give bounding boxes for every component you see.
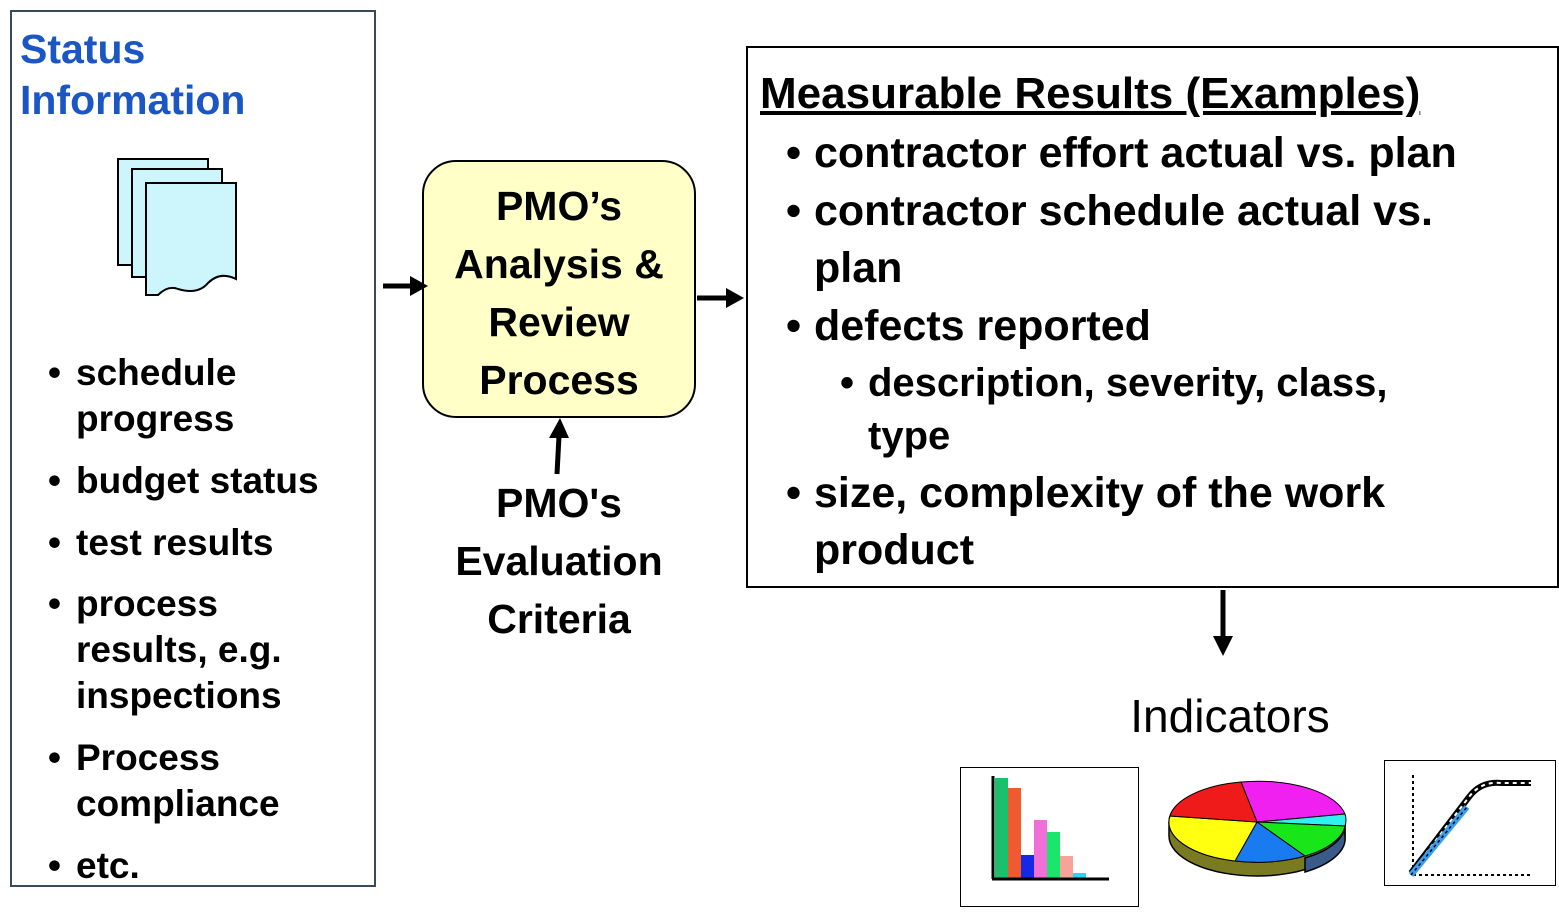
process-label-line: Review — [488, 299, 630, 345]
criteria-label-line: PMO's — [496, 480, 622, 526]
status-item-process-compliance: • Process compliance — [48, 735, 368, 827]
status-item-line: Process — [76, 737, 220, 778]
status-item-etc: • etc. — [48, 843, 368, 889]
arrow-criteria-to-process — [549, 418, 569, 475]
bullet: • — [48, 522, 61, 563]
bullet: • — [786, 129, 802, 177]
process-label-line: Analysis & — [454, 241, 664, 287]
bullet: • — [48, 845, 61, 886]
criteria-label-line: Criteria — [487, 596, 631, 642]
status-information-panel — [10, 10, 376, 887]
bar-chart-icon — [960, 767, 1139, 907]
arrow-to-process — [383, 276, 428, 296]
arrow-to-indicators — [1213, 590, 1233, 656]
result-item-size-complexity: • size, complexity of the work product — [786, 465, 1516, 579]
bullet: • — [786, 187, 802, 235]
result-item-line: description, severity, class, — [868, 361, 1388, 405]
status-item-process-results: • process results, e.g. inspections — [48, 581, 368, 719]
criteria-label-line: Evaluation — [455, 538, 663, 584]
result-item-line: contractor effort actual vs. plan — [814, 129, 1457, 177]
result-item-schedule: • contractor schedule actual vs. plan — [786, 183, 1516, 297]
analysis-review-process-label: PMO’s Analysis & Review Process — [422, 177, 696, 409]
result-item-effort: • contractor effort actual vs. plan — [786, 125, 1516, 182]
result-subitem-defect-details: • description, severity, class, type — [840, 357, 1530, 463]
analysis-review-process-box — [422, 160, 696, 418]
bullet: • — [48, 460, 61, 501]
result-item-line: type — [868, 414, 951, 458]
status-title-line-2: Information — [20, 77, 246, 123]
bullet: • — [48, 352, 61, 393]
arrow-to-results — [697, 288, 744, 308]
status-item-line: progress — [76, 398, 235, 439]
status-item-budget-status: • budget status — [48, 458, 368, 504]
documents-icon — [117, 158, 237, 296]
status-item-line: compliance — [76, 783, 280, 824]
result-item-line: product — [814, 526, 975, 574]
status-item-test-results: • test results — [48, 520, 368, 566]
process-label-line: PMO’s — [495, 183, 623, 229]
status-information-title: Status Information — [20, 24, 360, 126]
line-chart-icon — [1384, 760, 1556, 886]
bullet: • — [786, 469, 802, 517]
status-item-schedule-progress: • schedule progress — [48, 350, 368, 442]
status-item-line: schedule — [76, 352, 237, 393]
result-item-line: size, complexity of the work — [814, 469, 1386, 517]
status-item-line: inspections — [76, 675, 282, 716]
result-item-line: contractor schedule actual vs. — [814, 187, 1433, 235]
status-item-line: budget status — [76, 460, 319, 501]
result-item-line: defects reported — [814, 302, 1151, 350]
bullet: • — [48, 583, 61, 624]
evaluation-criteria-label: PMO's Evaluation Criteria — [422, 474, 696, 648]
bullet: • — [786, 302, 802, 350]
status-item-line: results, e.g. — [76, 629, 282, 670]
process-label-line: Process — [479, 357, 639, 403]
measurable-results-box — [746, 46, 1559, 588]
status-item-line: process — [76, 583, 218, 624]
bullet: • — [840, 361, 855, 405]
result-item-defects: • defects reported — [786, 298, 1516, 355]
result-item-line: plan — [814, 244, 903, 292]
bullet: • — [48, 737, 61, 778]
measurable-results-title: Measurable Results (Examples) — [760, 69, 1421, 118]
indicators-label: Indicators — [1130, 690, 1330, 742]
status-title-line-1: Status — [20, 26, 146, 72]
status-item-line: test results — [76, 522, 274, 563]
pie-chart-icon — [1168, 780, 1347, 877]
status-item-line: etc. — [76, 845, 140, 886]
